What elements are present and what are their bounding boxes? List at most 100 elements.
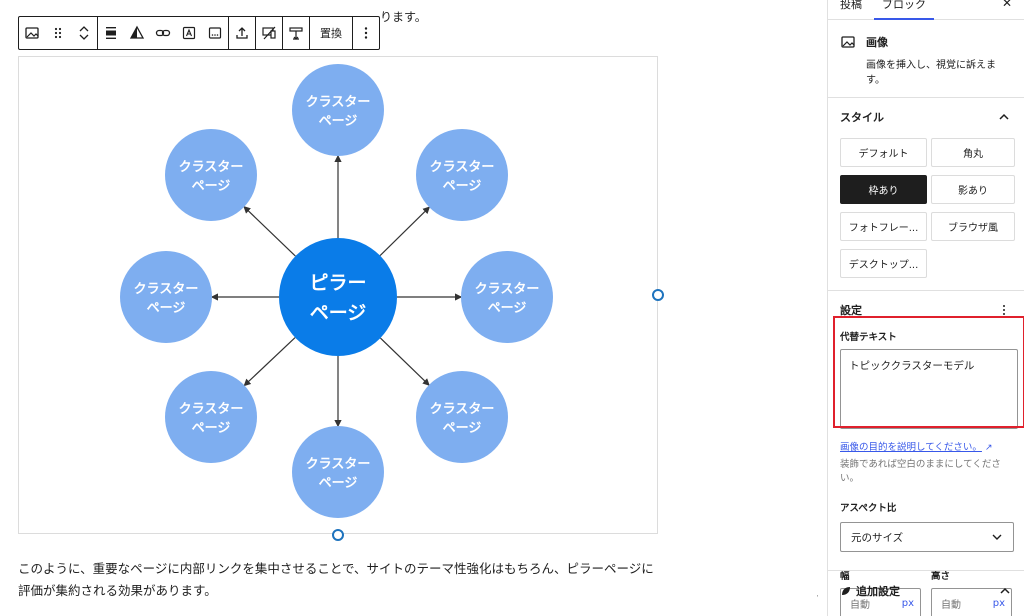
drag-handle-icon[interactable] <box>45 17 71 49</box>
styles-panel: スタイル デフォルト角丸枠あり影ありフォトフレー...ブラウザ風デスクトップ..… <box>828 98 1024 291</box>
settings-panel: 設定 代替テキスト トピッククラスターモデル 画像の目的を説明してください。↗ … <box>828 291 1024 616</box>
image-block-icon[interactable] <box>19 17 45 49</box>
toolbar-group-visibility <box>256 17 283 49</box>
caption-icon[interactable] <box>202 17 228 49</box>
advanced-heading: 追加設定 <box>856 584 900 598</box>
replace-button[interactable]: 置換 <box>320 27 342 40</box>
width-value: 自動 <box>850 599 870 611</box>
resize-handle-right[interactable] <box>652 289 664 301</box>
pillar-circle <box>279 238 397 356</box>
cluster-label: クラスター <box>306 95 371 110</box>
chevron-down-icon <box>992 534 1002 540</box>
cluster-label: ページ <box>319 114 358 129</box>
style-option[interactable]: ブラウザ風 <box>931 212 1015 241</box>
leaf-icon <box>842 586 850 595</box>
advanced-panel-header[interactable]: 追加設定 <box>828 570 1024 610</box>
height-value: 自動 <box>941 599 961 611</box>
alt-text-help: 装飾であれば空白のままにしてください。 <box>840 459 1001 484</box>
cluster-label: ページ <box>443 421 482 436</box>
device-visibility-icon[interactable] <box>256 17 282 49</box>
block-toolbar: 置換 <box>18 16 380 50</box>
styles-panel-header[interactable]: スタイル <box>828 98 1024 136</box>
body-paragraph[interactable]: このように、重要なページに内部リンクを集中させることで、サイトのテーマ性強化はも… <box>18 561 654 598</box>
text-overlay-icon[interactable] <box>176 17 202 49</box>
scroll-down-icon[interactable]: ▼ <box>817 594 818 604</box>
width-input[interactable]: 自動 px <box>840 588 921 616</box>
settings-panel-header: 設定 <box>840 291 1012 329</box>
height-input[interactable]: 自動 px <box>931 588 1012 616</box>
connector-arrow <box>243 337 296 387</box>
alt-text-box: トピッククラスターモデル <box>833 316 1024 429</box>
upload-icon[interactable] <box>229 17 255 49</box>
cluster-label: クラスター <box>306 457 371 472</box>
spacing-icon[interactable] <box>283 17 309 49</box>
style-option[interactable]: 影あり <box>931 175 1015 204</box>
block-card-description: 画像を挿入し、視覚に訴えます。 <box>866 60 996 86</box>
cluster-label: クラスター <box>430 402 495 417</box>
duotone-filter-icon[interactable] <box>124 17 150 49</box>
previous-paragraph-text[interactable]: ります。 <box>380 10 427 24</box>
chevron-up-icon <box>1000 587 1010 594</box>
height-field: 高さ 自動 px <box>931 568 1012 616</box>
align-icon[interactable] <box>98 17 124 49</box>
cluster-label: クラスター <box>134 282 199 297</box>
aspect-ratio-select[interactable]: 元のサイズ <box>840 522 1014 552</box>
close-icon[interactable]: ✕ <box>1001 0 1012 10</box>
alt-text-input[interactable]: トピッククラスターモデル <box>840 349 1018 429</box>
image-block[interactable]: クラスターページクラスターページクラスターページクラスターページクラスターページ… <box>18 56 658 534</box>
pillar-label: ピラー <box>309 272 366 294</box>
style-option[interactable]: デスクトップ... <box>840 249 927 278</box>
block-card: 画像 画像を挿入し、視覚に訴えます。 <box>828 20 1024 98</box>
cluster-circle <box>461 251 553 343</box>
connector-arrow <box>243 206 296 257</box>
toolbar-group-options <box>353 17 379 49</box>
aspect-ratio-value: 元のサイズ <box>851 531 904 544</box>
height-unit[interactable]: px <box>992 597 1005 609</box>
topic-cluster-diagram: クラスターページクラスターページクラスターページクラスターページクラスターページ… <box>120 64 553 518</box>
alt-text-help-link[interactable]: 画像の目的を説明してください。 <box>840 442 982 453</box>
cluster-label: ページ <box>319 476 358 491</box>
aspect-ratio-label: アスペクト比 <box>840 503 897 514</box>
style-options: デフォルト角丸枠あり影ありフォトフレー...ブラウザ風デスクトップ... <box>828 136 1024 278</box>
cluster-label: ページ <box>488 301 527 316</box>
height-label: 高さ <box>931 571 951 582</box>
tab-post[interactable]: 投稿 <box>840 0 862 11</box>
sidebar-tabs: 投稿 ブロック ✕ <box>828 0 1024 20</box>
toolbar-group-replace: 置換 <box>310 17 353 49</box>
resize-handle-bottom[interactable] <box>332 529 344 541</box>
cluster-circle <box>416 129 508 221</box>
tab-block[interactable]: ブロック <box>874 0 934 20</box>
styles-heading: スタイル <box>840 111 884 124</box>
cluster-circle <box>292 426 384 518</box>
toolbar-group-upload <box>229 17 256 49</box>
more-options-icon[interactable] <box>353 17 379 49</box>
cluster-label: クラスター <box>430 160 495 175</box>
style-option[interactable]: フォトフレー... <box>840 212 927 241</box>
cluster-label: クラスター <box>475 282 540 297</box>
style-option[interactable]: 角丸 <box>931 138 1015 167</box>
block-card-title: 画像 <box>866 36 888 49</box>
move-up-down-icon[interactable] <box>71 17 97 49</box>
toolbar-group-spacing <box>283 17 310 49</box>
toolbar-group-block <box>19 17 98 49</box>
cluster-label: クラスター <box>179 402 244 417</box>
cluster-label: ページ <box>147 301 186 316</box>
link-icon[interactable] <box>150 17 176 49</box>
connector-arrow <box>379 337 430 386</box>
cluster-circle <box>292 64 384 156</box>
connector-arrow <box>379 206 431 257</box>
width-label: 幅 <box>840 571 850 582</box>
settings-options-icon[interactable] <box>998 304 1010 316</box>
style-option[interactable]: 枠あり <box>840 175 927 204</box>
width-unit[interactable]: px <box>901 597 914 609</box>
settings-heading: 設定 <box>840 304 862 317</box>
settings-sidebar: 投稿 ブロック ✕ 画像 画像を挿入し、視覚に訴えます。 スタイル デフォルト角… <box>827 0 1024 616</box>
style-option[interactable]: デフォルト <box>840 138 927 167</box>
cluster-circle <box>165 129 257 221</box>
